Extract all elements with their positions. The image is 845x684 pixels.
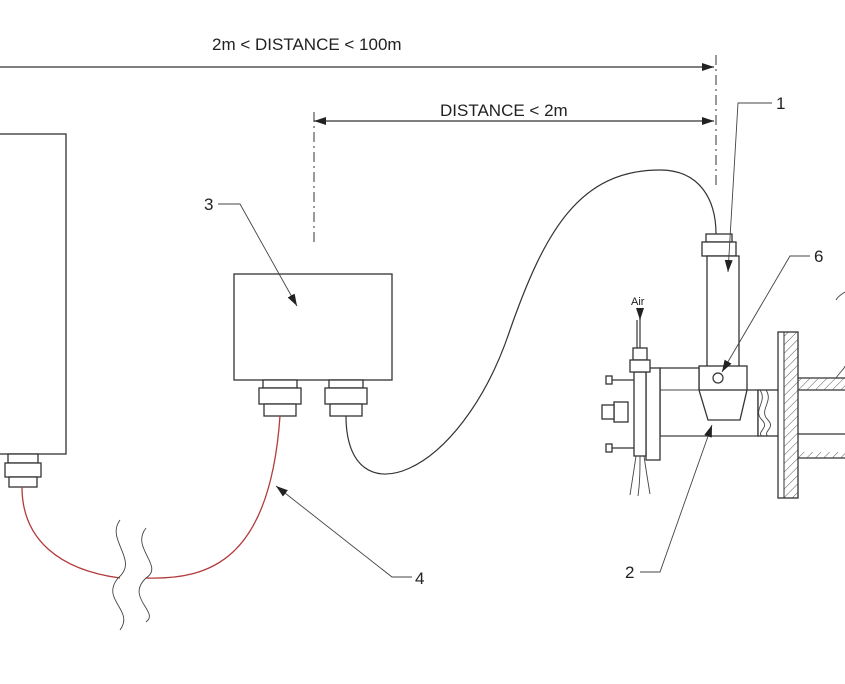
sensor-assembly: Air <box>601 233 845 499</box>
mount-screw-6 <box>712 372 724 384</box>
air-label: Air <box>631 296 645 308</box>
svg-text:3: 3 <box>204 195 213 214</box>
callout-2: 2 <box>625 424 713 582</box>
short-distance-dimension: DISTANCE < 2m <box>314 101 714 125</box>
svg-text:2: 2 <box>625 563 634 582</box>
svg-text:4: 4 <box>415 569 424 588</box>
long-distance-dimension: 2m < DISTANCE < 100m <box>0 35 714 71</box>
svg-text:6: 6 <box>814 247 823 266</box>
callout-1: 1 <box>724 94 785 273</box>
cable-gland-left <box>258 379 302 417</box>
cable-gland-right <box>324 379 368 417</box>
callout-3: 3 <box>204 195 298 307</box>
svg-text:1: 1 <box>776 94 785 113</box>
cable-4 <box>21 415 281 631</box>
control-unit-enclosure <box>0 133 67 488</box>
callout-6: 6 <box>721 247 823 373</box>
short-distance-label: DISTANCE < 2m <box>440 101 568 120</box>
sensor-cable <box>345 169 717 475</box>
callout-4: 4 <box>275 485 424 588</box>
long-distance-label: 2m < DISTANCE < 100m <box>212 35 402 54</box>
junction-box <box>233 273 393 417</box>
sensor-body <box>706 255 740 373</box>
